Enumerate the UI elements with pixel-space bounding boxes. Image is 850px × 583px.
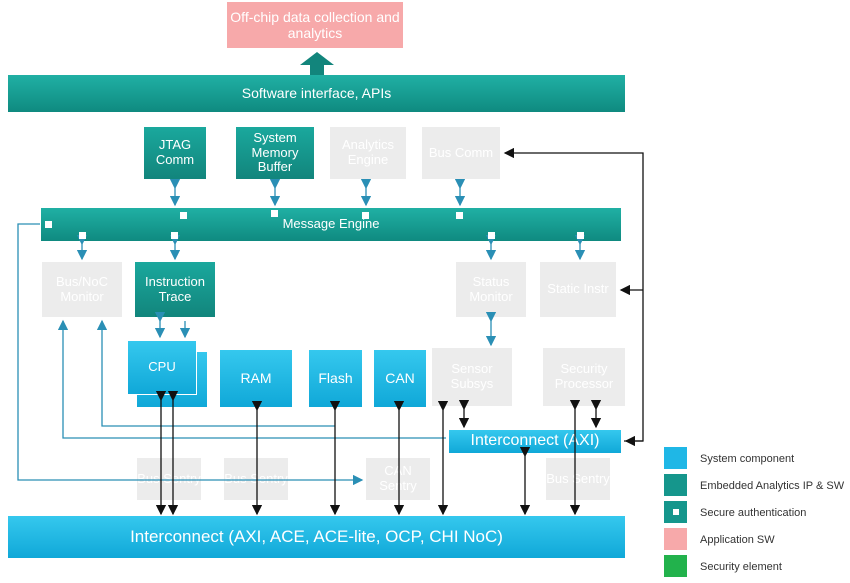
secure-auth-marker — [171, 232, 178, 239]
secure-auth-marker — [180, 212, 187, 219]
jtag-comm-label: JTAG Comm — [155, 137, 195, 167]
system-memory-buffer-label: System Memory Buffer — [251, 129, 299, 175]
can-label: CAN — [385, 370, 415, 387]
jtag-comm-block: JTAG Comm — [144, 127, 206, 179]
flash-block: Flash — [309, 350, 362, 407]
status-monitor-label: Status Monitor — [469, 273, 513, 304]
bus-noc-monitor-label: Bus/NoC Monitor — [55, 273, 109, 304]
message-engine-label: Message Engine — [282, 216, 380, 232]
system-memory-buffer-block: System Memory Buffer — [236, 127, 314, 179]
instruction-trace-label: Instruction Trace — [145, 273, 205, 304]
up-arrow-icon — [300, 52, 334, 76]
interconnect-axi-label: Interconnect (AXI) — [470, 432, 600, 450]
app-sw-label: Off-chip data collection and analytics — [230, 8, 400, 41]
legend-label-security: Security element — [700, 561, 782, 573]
cpu-block: CPU — [127, 340, 197, 395]
software-interface-label: Software interface, APIs — [241, 85, 392, 102]
static-instr-label: Static Instr — [547, 281, 609, 297]
app-sw-block: Off-chip data collection and analytics — [227, 2, 403, 48]
secure-auth-marker — [271, 210, 278, 217]
bus-links — [155, 147, 644, 516]
security-processor-block: Security Processor — [543, 348, 625, 406]
legend-swatch-secure-auth — [664, 501, 687, 523]
secure-auth-marker — [45, 221, 52, 228]
instruction-trace-block: Instruction Trace — [135, 262, 215, 317]
legend-label-secure-auth: Secure authentication — [700, 507, 807, 519]
ram-label: RAM — [240, 370, 272, 387]
can-block: CAN — [374, 350, 426, 407]
secure-auth-marker — [456, 212, 463, 219]
sensor-subsys-block: Sensor Subsys — [432, 348, 512, 406]
interconnect-main-label: Interconnect (AXI, ACE, ACE-lite, OCP, C… — [130, 527, 503, 547]
interconnect-main-bar: Interconnect (AXI, ACE, ACE-lite, OCP, C… — [8, 516, 625, 558]
bus-comm-block: Bus Comm — [422, 127, 500, 179]
legend-label-app-sw: Application SW — [700, 534, 775, 546]
legend-label-analytics: Embedded Analytics IP & SW — [700, 480, 845, 492]
message-engine-bar: Message Engine — [41, 208, 621, 241]
software-interface-bar: Software interface, APIs — [8, 75, 625, 112]
static-instr-block: Static Instr — [540, 262, 616, 317]
legend-swatch-analytics — [664, 474, 687, 496]
legend-label-system: System component — [700, 453, 795, 465]
bus-noc-monitor-block: Bus/NoC Monitor — [42, 262, 122, 317]
analytics-engine-block: Analytics Engine — [330, 127, 406, 179]
secure-auth-marker — [79, 232, 86, 239]
bus-comm-label: Bus Comm — [428, 144, 494, 160]
secure-auth-marker — [362, 212, 369, 219]
legend-swatch-security — [664, 555, 687, 577]
legend-swatch-app-sw — [664, 528, 687, 550]
message-engine-links — [17, 178, 586, 486]
ram-block: RAM — [220, 350, 292, 407]
security-processor-label: Security Processor — [554, 361, 614, 391]
cpu-label: CPU — [148, 359, 176, 375]
flash-label: Flash — [318, 370, 353, 387]
secure-auth-marker — [488, 232, 495, 239]
analytics-engine-label: Analytics Engine — [341, 137, 395, 167]
status-monitor-block: Status Monitor — [456, 262, 526, 317]
secure-auth-marker — [577, 232, 584, 239]
sensor-subsys-label: Sensor Subsys — [450, 361, 494, 391]
legend-swatch-system — [664, 447, 687, 469]
